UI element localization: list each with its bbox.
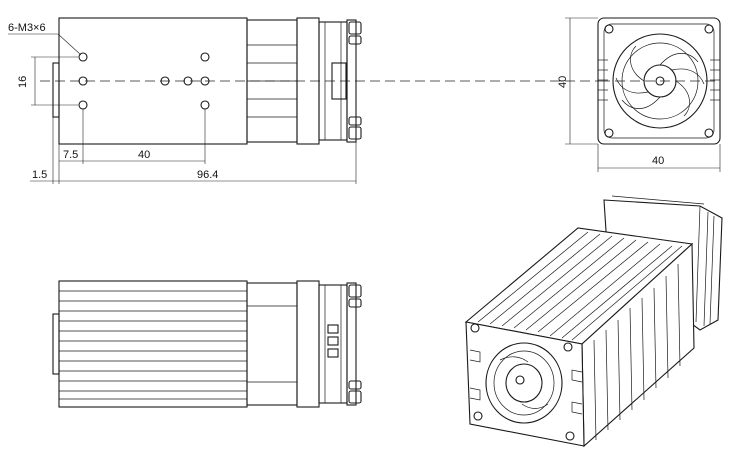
side-view-top: 6-M3×6 16 7.5 40 1.5 96.4 <box>8 17 600 184</box>
fan-screw <box>348 126 362 140</box>
front-lens-cap <box>52 313 60 375</box>
dim-1-5-label: 1.5 <box>32 169 47 181</box>
mount-hole <box>78 76 88 86</box>
mount-hole <box>160 76 170 86</box>
dim-40-holes-label: 40 <box>138 149 150 161</box>
end-view-frame <box>597 17 721 145</box>
hole-callout-label: 6-M3×6 <box>8 22 46 34</box>
iso-front-face <box>465 321 585 447</box>
mount-hole <box>200 76 210 86</box>
dim-96-4-label: 96.4 <box>197 169 218 181</box>
mount-hole <box>78 52 88 62</box>
dim-40-height-label: 40 <box>557 76 569 88</box>
connector-pin <box>327 348 339 358</box>
mount-hole <box>200 52 210 62</box>
mount-hole <box>200 100 210 110</box>
connector-pin <box>327 324 339 334</box>
heatsink-fins-body <box>58 280 248 408</box>
fan-guard <box>346 19 357 143</box>
dim-40-width-label: 40 <box>652 155 664 167</box>
dim-16-label: 16 <box>17 76 29 88</box>
side-view-bottom <box>52 280 362 408</box>
fan-screw <box>348 35 362 45</box>
end-view: 40 40 <box>557 17 721 172</box>
callout-leader <box>57 33 82 56</box>
front-lens-cap <box>52 62 60 118</box>
mount-hole <box>183 76 193 86</box>
dim-7-5-label: 7.5 <box>63 149 78 161</box>
mount-hole <box>78 100 88 110</box>
fan-screw <box>348 116 362 126</box>
connector <box>331 62 347 100</box>
iso-lens-outer <box>485 342 563 424</box>
iso-lens-inner <box>505 363 543 403</box>
connector-pin <box>327 336 339 346</box>
fan-screw <box>348 21 362 35</box>
isometric-view <box>464 195 723 448</box>
